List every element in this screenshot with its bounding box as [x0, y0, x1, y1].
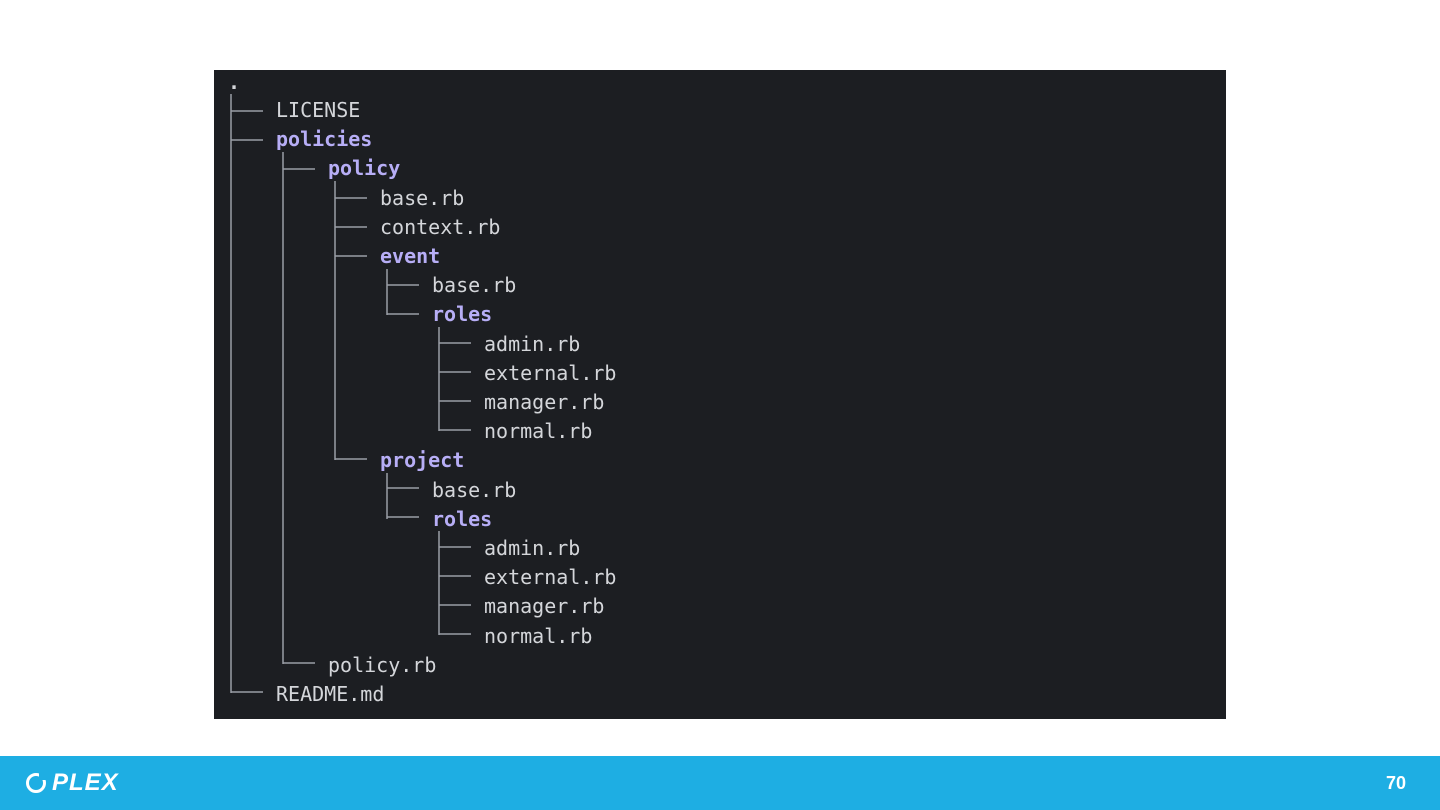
tree-connector-lines	[230, 94, 471, 693]
plex-logo-icon	[26, 772, 47, 793]
tree-file: README.md	[276, 682, 385, 706]
tree-file: external.rb	[484, 565, 617, 590]
tree-root: .	[228, 70, 241, 94]
tree-file: normal.rb	[484, 419, 593, 444]
footer-bar: PLEX 70	[0, 756, 1440, 810]
plex-logo-text: PLEX	[52, 769, 119, 796]
tree-directory: policy	[328, 156, 401, 181]
tree-file: manager.rb	[484, 390, 605, 414]
page-number: 70	[1385, 773, 1406, 793]
tree-file: base.rb	[432, 273, 517, 298]
tree-file: policy.rb	[328, 652, 437, 677]
tree-directory: roles	[432, 302, 493, 327]
plex-logo: PLEX	[26, 769, 119, 797]
tree-directory: policies	[276, 127, 373, 152]
tree-file: external.rb	[484, 360, 617, 385]
tree-directory: roles	[432, 506, 493, 531]
tree-file: admin.rb	[484, 536, 581, 560]
terminal-window: . LICENSE policies policy base.rb context.rb…	[214, 70, 1226, 719]
tree-directory: event	[380, 244, 441, 268]
tree-file: context.rb	[380, 214, 501, 239]
tree-directory: project	[380, 448, 465, 473]
tree-file: manager.rb	[484, 594, 605, 619]
tree-file: base.rb	[380, 185, 465, 210]
tree-file: LICENSE	[276, 98, 361, 122]
tree-file: base.rb	[432, 477, 517, 502]
tree-file: admin.rb	[484, 331, 581, 356]
tree-file: normal.rb	[484, 623, 593, 648]
